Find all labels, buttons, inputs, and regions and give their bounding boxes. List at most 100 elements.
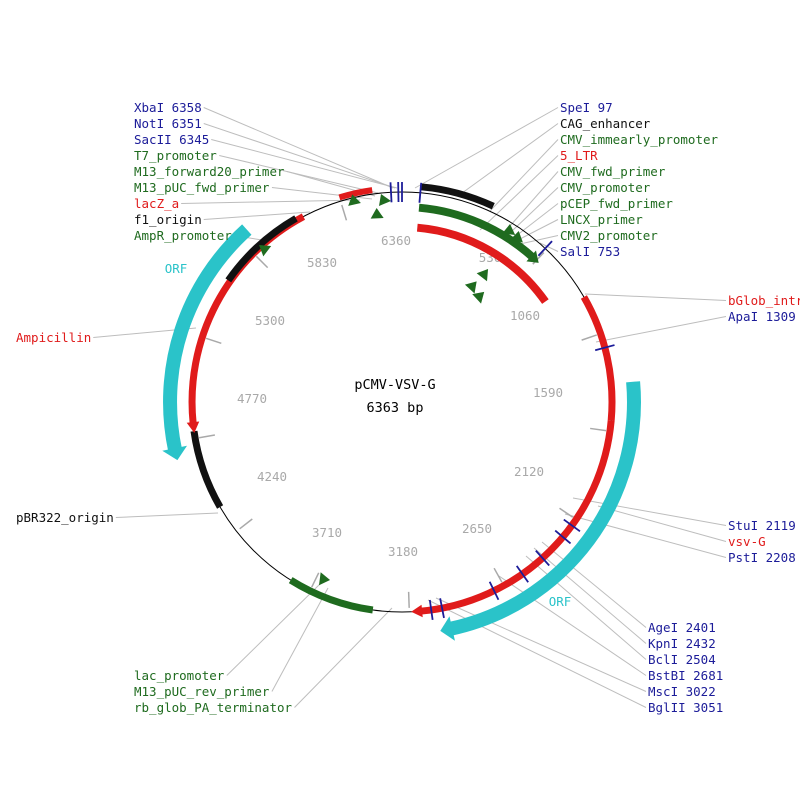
leader-line (271, 587, 329, 692)
leader-line (115, 512, 219, 518)
pbr322-origin-arc (190, 430, 224, 509)
orf-left-arc-head (162, 445, 188, 461)
label-cmv-immearly-promoter: CMV_immearly_promoter (560, 132, 719, 147)
cag-enhancer-arc (420, 183, 495, 210)
leader-line (509, 171, 559, 227)
label-sacii-6345: SacII 6345 (134, 132, 209, 147)
leader-line (539, 242, 559, 252)
tick-mark (255, 255, 269, 269)
label-pcep-fwd-primer: pCEP_fwd_primer (560, 196, 673, 211)
bglob-intron-arc (580, 295, 616, 421)
orf-label-right: ORF (549, 594, 572, 609)
primer-triangle (510, 230, 523, 243)
restriction-sites (389, 182, 615, 620)
tick-label: 5300 (255, 313, 285, 328)
restriction-site-mark (554, 529, 572, 545)
leader-line (226, 581, 323, 676)
tick-mark (581, 334, 598, 341)
label-bstbi-2681: BstBI 2681 (648, 668, 723, 683)
leader-line (181, 199, 361, 204)
restriction-site-mark (439, 598, 445, 619)
tick-label: 4240 (257, 469, 287, 484)
tick-label: 6360 (381, 233, 411, 248)
orf-label-left: ORF (165, 261, 188, 276)
label-t7-promoter: T7_promoter (134, 148, 217, 163)
primer-triangle (259, 244, 272, 257)
primer-triangle (319, 572, 331, 586)
leader-line (457, 123, 559, 197)
restriction-site-mark (418, 182, 423, 203)
label-cmv2-promoter: CMV2_promoter (560, 228, 658, 243)
leader-line (564, 513, 727, 558)
label-cmv-promoter: CMV_promoter (560, 180, 651, 195)
primer-triangle (502, 223, 516, 235)
leader-line (595, 316, 727, 343)
tick-marks: 5301060159021202650318037104240477053005… (198, 204, 607, 608)
tick-mark (311, 572, 320, 588)
restriction-site-mark (594, 344, 615, 352)
cmv-promoter-arc-head (526, 250, 539, 263)
primer-triangle (379, 194, 391, 206)
tick-mark (341, 204, 348, 221)
label-stui-2119: StuI 2119 (728, 518, 796, 533)
leader-line (435, 597, 647, 692)
tick-mark (493, 567, 503, 583)
tick-label: 1060 (510, 308, 540, 323)
label-m13-puc-rev-primer: M13_pUC_rev_primer (134, 684, 270, 699)
leader-line (414, 107, 559, 189)
lacz-arc (338, 187, 373, 201)
tick-mark (559, 507, 574, 518)
label-spei-97: SpeI 97 (560, 100, 613, 115)
leader-line (541, 541, 647, 628)
tick-mark (407, 591, 410, 608)
label-bglob-intron: bGlob_intron (728, 293, 800, 308)
cmv-promoter-arc (418, 203, 536, 261)
label-cag-enhancer: CAG_enhancer (560, 116, 651, 131)
restriction-site-mark (515, 565, 529, 583)
5-ltr-arc (416, 223, 549, 304)
label-cmv-fwd-primer: CMV_fwd_primer (560, 164, 666, 179)
restriction-site-mark (563, 518, 581, 533)
leader-line (427, 599, 647, 708)
restriction-site-mark (537, 240, 553, 257)
leader-line (294, 607, 393, 708)
label-xbai-6358: XbaI 6358 (134, 100, 202, 115)
label-rb-glob-pa-terminator: rb_glob_PA_terminator (134, 700, 293, 715)
leader-line (572, 497, 727, 526)
primer-triangle (472, 291, 485, 304)
leader-line (533, 547, 647, 644)
ampicillin-arc-head (186, 421, 200, 434)
leader-line (525, 555, 647, 660)
restriction-site-mark (389, 182, 393, 203)
tick-label: 5830 (307, 255, 337, 270)
label-lacz-a: lacZ_a (134, 196, 179, 211)
tick-mark (198, 434, 216, 439)
tick-mark (205, 337, 222, 345)
label-sali-753: SalI 753 (560, 244, 620, 259)
label-agei-2401: AgeI 2401 (648, 620, 716, 635)
restriction-site-mark (488, 581, 500, 601)
leader-line (203, 123, 396, 189)
vsv-g-arc (419, 419, 615, 615)
leader-line (515, 203, 559, 237)
label-apai-1309: ApaI 1309 (728, 309, 796, 324)
label-vsv-g: vsv-G (728, 534, 766, 549)
label-kpni-2432: KpnI 2432 (648, 636, 716, 651)
label-m13-puc-fwd-primer: M13_pUC_fwd_primer (134, 180, 270, 195)
tick-label: 2120 (514, 464, 544, 479)
tick-mark (239, 518, 253, 530)
label-m13-forward20-primer: M13_forward20_primer (134, 164, 285, 179)
leader-line (584, 293, 727, 301)
label-bglii-3051: BglII 3051 (648, 700, 723, 715)
primer-triangle (348, 194, 361, 206)
restriction-site-mark (535, 550, 550, 567)
label-ampicillin: Ampicillin (16, 330, 91, 345)
tick-label: 1590 (533, 385, 563, 400)
leader-line (519, 235, 559, 245)
rb-glob-pa-arc (288, 577, 374, 614)
label-msci-3022: MscI 3022 (648, 684, 716, 699)
plasmid-size: 6363 bp (367, 400, 424, 416)
leader-line (479, 155, 559, 231)
